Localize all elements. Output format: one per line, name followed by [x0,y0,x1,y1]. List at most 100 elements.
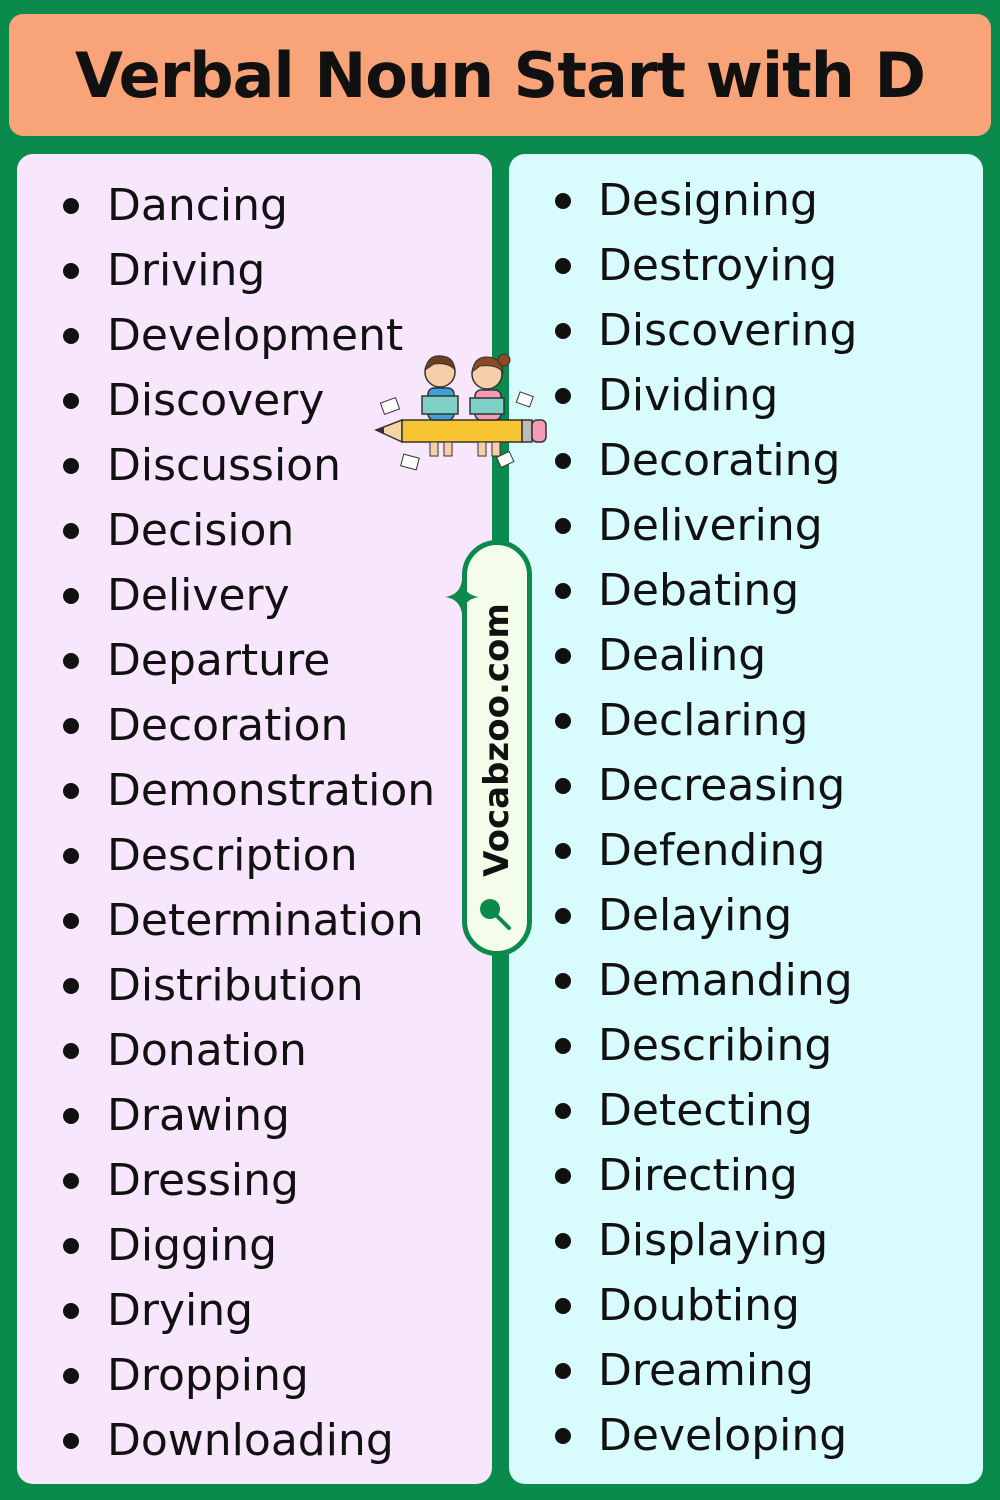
word-item: Development [17,303,435,368]
bullet-icon [555,258,571,274]
word-text: Discussion [107,440,341,491]
word-text: Doubting [598,1280,800,1331]
word-item: Debating [509,558,857,623]
bullet-icon [63,393,79,409]
word-item: Dividing [509,363,857,428]
word-text: Defending [598,825,826,876]
bullet-icon [555,323,571,339]
word-item: Description [17,823,435,888]
bullet-icon [555,648,571,664]
word-item: Decreasing [509,753,857,818]
bullet-icon [63,1173,79,1189]
word-text: Decorating [598,435,841,486]
word-text: Development [107,310,404,361]
bullet-icon [555,583,571,599]
word-text: Destroying [598,240,838,291]
bullet-icon [555,453,571,469]
word-text: Digging [107,1220,278,1271]
word-text: Dropping [107,1350,309,1401]
word-text: Departure [107,635,331,686]
bullet-icon [63,328,79,344]
word-text: Driving [107,245,266,296]
word-item: Demonstration [17,758,435,823]
word-text: Description [107,830,358,881]
bullet-icon [63,848,79,864]
bullet-icon [63,1108,79,1124]
word-text: Decreasing [598,760,846,811]
word-item: Dressing [17,1148,435,1213]
word-item: Directing [509,1143,857,1208]
word-text: Developing [598,1410,848,1461]
bullet-icon [555,843,571,859]
word-text: Dreaming [598,1345,814,1396]
bullet-icon [555,1168,571,1184]
word-item: Doubting [509,1273,857,1338]
bullet-icon [63,1303,79,1319]
word-item: Developing [509,1403,857,1468]
word-text: Delivery [107,570,290,621]
bullet-icon [555,713,571,729]
word-text: Displaying [598,1215,829,1266]
bullet-icon [63,523,79,539]
word-item: Dropping [17,1343,435,1408]
bullet-icon [63,783,79,799]
word-item: Decorating [509,428,857,493]
bullet-icon [555,1038,571,1054]
word-item: Decision [17,498,435,563]
word-item: Delivery [17,563,435,628]
search-icon [480,899,511,930]
girl-figure [469,353,511,457]
word-item: Designing [509,168,857,233]
bullet-icon [63,458,79,474]
word-item: Demanding [509,948,857,1013]
word-text: Decision [107,505,295,556]
word-text: Demanding [598,955,853,1006]
word-text: Designing [598,175,818,226]
bullet-icon [555,1233,571,1249]
word-item: Dancing [17,173,435,238]
bullet-icon [555,778,571,794]
word-item: Discovery [17,368,435,433]
bullet-icon [63,1238,79,1254]
bullet-icon [63,1433,79,1449]
word-text: Dividing [598,370,779,421]
word-text: Donation [107,1025,307,1076]
word-text: Dancing [107,180,288,231]
bullet-icon [63,263,79,279]
word-text: Delaying [598,890,793,941]
bullet-icon [555,193,571,209]
bullet-icon [555,1103,571,1119]
word-text: Declaring [598,695,809,746]
word-item: Delivering [509,493,857,558]
word-item: Destroying [509,233,857,298]
title-banner: Verbal Noun Start with D [9,14,991,136]
sparkle-icon [445,580,479,614]
word-text: Drawing [107,1090,290,1141]
word-item: Displaying [509,1208,857,1273]
word-item: Donation [17,1018,435,1083]
bullet-icon [63,913,79,929]
word-item: Dealing [509,623,857,688]
bullet-icon [63,978,79,994]
word-item: Detecting [509,1078,857,1143]
word-item: Defending [509,818,857,883]
word-item: Distribution [17,953,435,1018]
word-text: Discovery [107,375,325,426]
word-text: Distribution [107,960,364,1011]
word-item: Discovering [509,298,857,363]
word-text: Discovering [598,305,858,356]
watermark-text: Vocabzoo.com [477,603,517,877]
word-text: Debating [598,565,800,616]
bullet-icon [555,908,571,924]
word-text: Drying [107,1285,254,1336]
bullet-icon [63,718,79,734]
word-item: Decoration [17,693,435,758]
word-item: Delaying [509,883,857,948]
watermark-badge: Vocabzoo.com [462,540,532,956]
pencil-icon [374,418,547,444]
word-text: Detecting [598,1085,813,1136]
